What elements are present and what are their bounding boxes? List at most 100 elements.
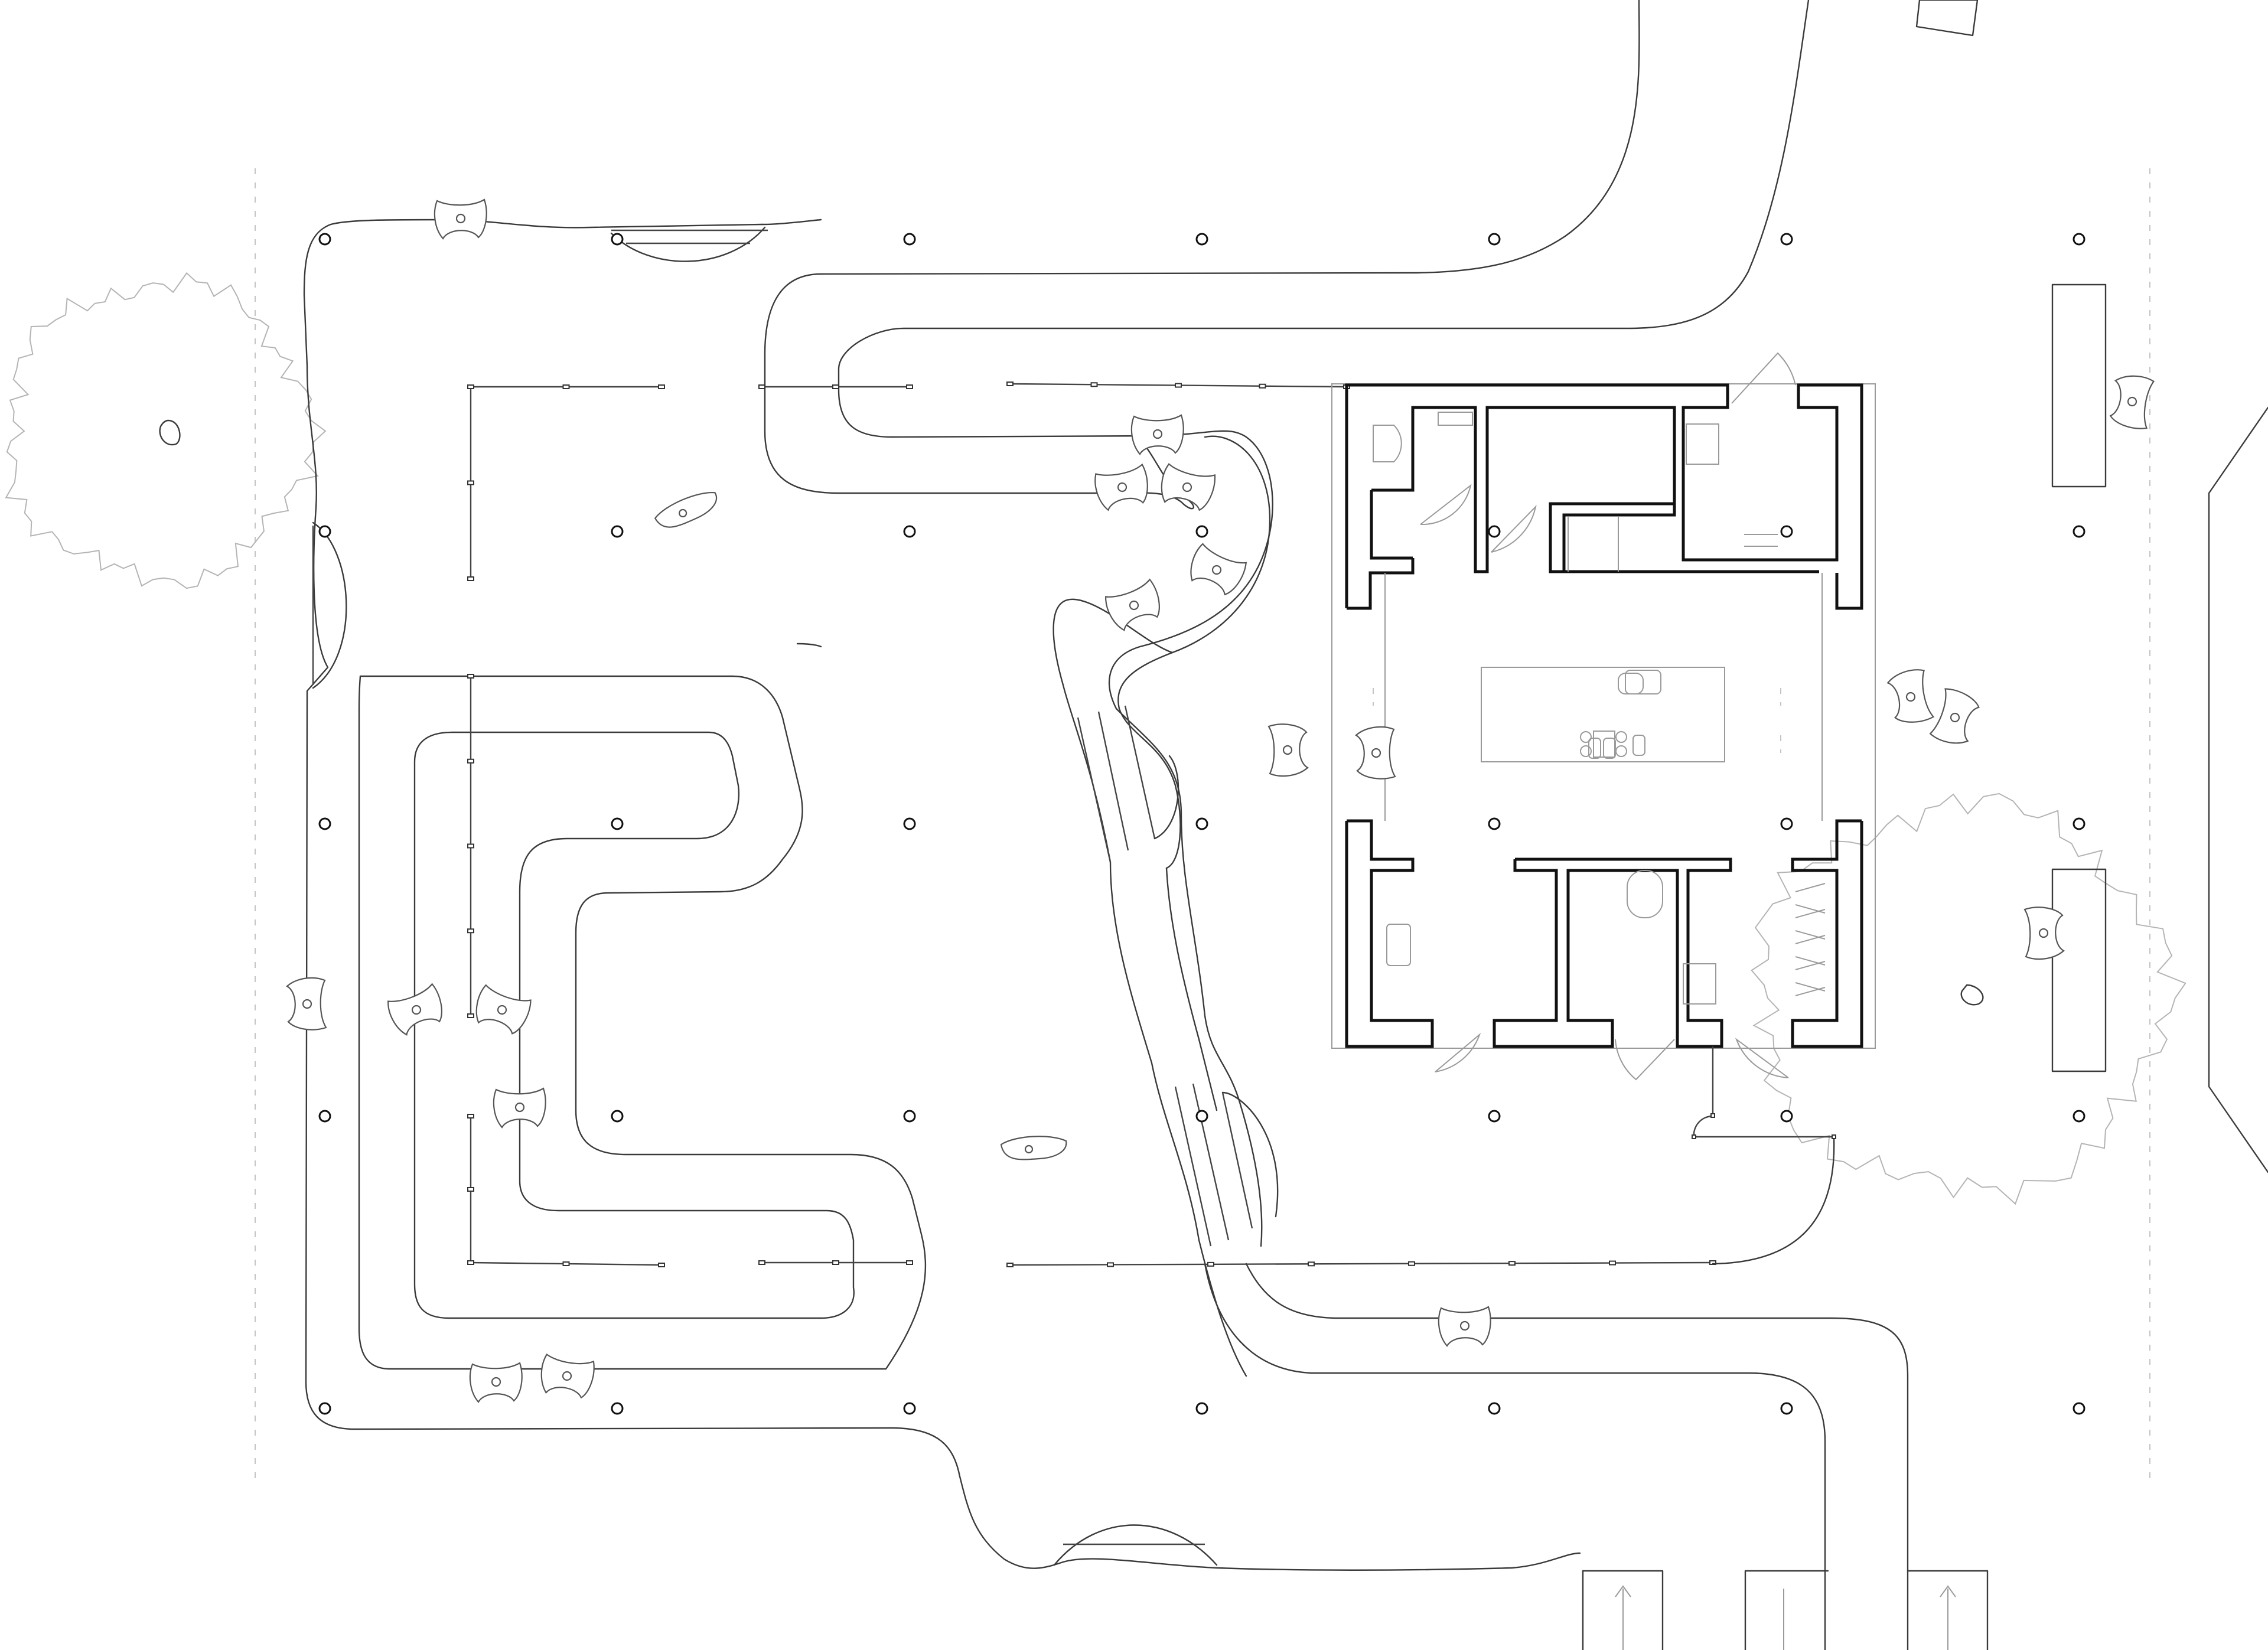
tree-canopy-left xyxy=(5,272,327,589)
seat-cluster xyxy=(434,198,487,240)
wardrobe-hanger xyxy=(1795,956,1826,966)
seat-cluster xyxy=(1105,578,1160,631)
structural-column xyxy=(1195,233,1208,246)
lounge-bench xyxy=(1000,1136,1067,1160)
seat-cluster xyxy=(1094,463,1148,511)
fence-post xyxy=(758,1260,765,1265)
structural-column xyxy=(1195,817,1208,830)
structural-column xyxy=(1488,817,1501,830)
fence-post xyxy=(467,928,474,934)
fence-post xyxy=(1107,1262,1114,1267)
wardrobe-hanger xyxy=(1795,909,1826,918)
burner xyxy=(1580,745,1592,757)
fence-post xyxy=(467,1187,474,1192)
structural-column xyxy=(1780,233,1793,246)
burner xyxy=(1615,731,1627,743)
seating xyxy=(286,198,2155,1403)
structural-column xyxy=(611,1110,624,1123)
central-route xyxy=(1052,435,1909,1650)
fence-post xyxy=(1308,1261,1315,1267)
fence-post xyxy=(1207,1261,1214,1267)
tree-trunk-left xyxy=(159,419,181,446)
chair-detail xyxy=(1152,429,1163,439)
site-boundary xyxy=(255,168,2150,1482)
fence-post xyxy=(1175,383,1182,388)
fence-post xyxy=(1006,1263,1014,1267)
arches xyxy=(312,226,1218,1566)
chair-detail xyxy=(1950,712,1960,723)
tree-canopy-right xyxy=(1751,793,2186,1205)
bench-detail xyxy=(1024,1144,1034,1154)
fence-post xyxy=(658,384,665,389)
chair-detail xyxy=(455,213,466,224)
outer-loop-path-east xyxy=(761,219,822,226)
structural-column xyxy=(1780,525,1793,538)
chair-detail xyxy=(1117,482,1128,493)
structural-column xyxy=(1780,1110,1793,1123)
tree-canopy-outline xyxy=(5,272,327,589)
fence-post xyxy=(467,1114,474,1119)
chair xyxy=(1603,738,1616,759)
structural-column xyxy=(903,233,916,246)
structural-column xyxy=(2073,525,2085,538)
fence-post xyxy=(562,1261,570,1266)
serpentine-path xyxy=(358,675,927,1370)
structural-column xyxy=(2073,1110,2085,1123)
chair-detail xyxy=(2038,928,2049,938)
chair xyxy=(1588,738,1601,759)
seat-cluster xyxy=(1886,669,1935,723)
structural-column xyxy=(318,233,331,246)
fence-post xyxy=(758,384,765,389)
seat-cluster xyxy=(1190,543,1247,596)
parking-bays xyxy=(1582,1570,1989,1650)
structural-column xyxy=(1488,1402,1501,1415)
fence-post xyxy=(1609,1260,1616,1266)
fence-post xyxy=(467,576,474,581)
structural-column xyxy=(903,1402,916,1415)
structural-column xyxy=(1780,817,1793,830)
chair-detail xyxy=(1371,748,1381,758)
seat-cluster xyxy=(475,984,532,1035)
fence-post xyxy=(832,384,839,389)
fence-post xyxy=(467,758,474,764)
structural-column xyxy=(903,817,916,830)
structural-column xyxy=(1488,233,1501,246)
structural-column xyxy=(318,1402,331,1415)
structural-column xyxy=(318,817,331,830)
structural-column xyxy=(1195,1110,1208,1123)
seat-cluster xyxy=(1000,1136,1067,1160)
chair-detail xyxy=(2127,396,2137,407)
structural-column xyxy=(318,1110,331,1123)
chair-detail xyxy=(1282,745,1293,755)
fence-post xyxy=(1006,381,1014,386)
building-plan xyxy=(1331,352,1876,1081)
chair-detail xyxy=(411,1005,422,1015)
wardrobe-hanger xyxy=(1795,961,1826,970)
perimeter-walkway xyxy=(764,0,1810,1247)
seat-cluster xyxy=(654,492,718,528)
seat-cluster xyxy=(387,983,442,1036)
seat-cluster xyxy=(286,977,327,1031)
wardrobe-hanger xyxy=(1795,904,1826,914)
fence-post xyxy=(467,480,474,485)
seat-cluster xyxy=(469,1362,523,1403)
seat-cluster xyxy=(2023,906,2065,960)
counter-fixture xyxy=(1625,670,1661,694)
entry-gate xyxy=(1692,1046,1836,1265)
column-grid xyxy=(318,233,2085,1415)
structural-column xyxy=(611,1402,624,1415)
fence-post xyxy=(1259,383,1266,389)
structural-column xyxy=(1195,1402,1208,1415)
structural-column xyxy=(611,525,624,538)
seat-cluster xyxy=(1267,723,1309,777)
fence-post xyxy=(906,384,913,389)
chair-detail xyxy=(1459,1320,1470,1331)
chair-detail xyxy=(1211,565,1222,575)
structural-column xyxy=(1780,1402,1793,1415)
burner xyxy=(1580,731,1592,743)
outer-loop-path-west xyxy=(303,219,1581,1571)
structural-column xyxy=(1488,525,1501,538)
structural-column xyxy=(1488,1110,1501,1123)
structural-column xyxy=(318,525,331,538)
fence-post xyxy=(467,384,474,389)
